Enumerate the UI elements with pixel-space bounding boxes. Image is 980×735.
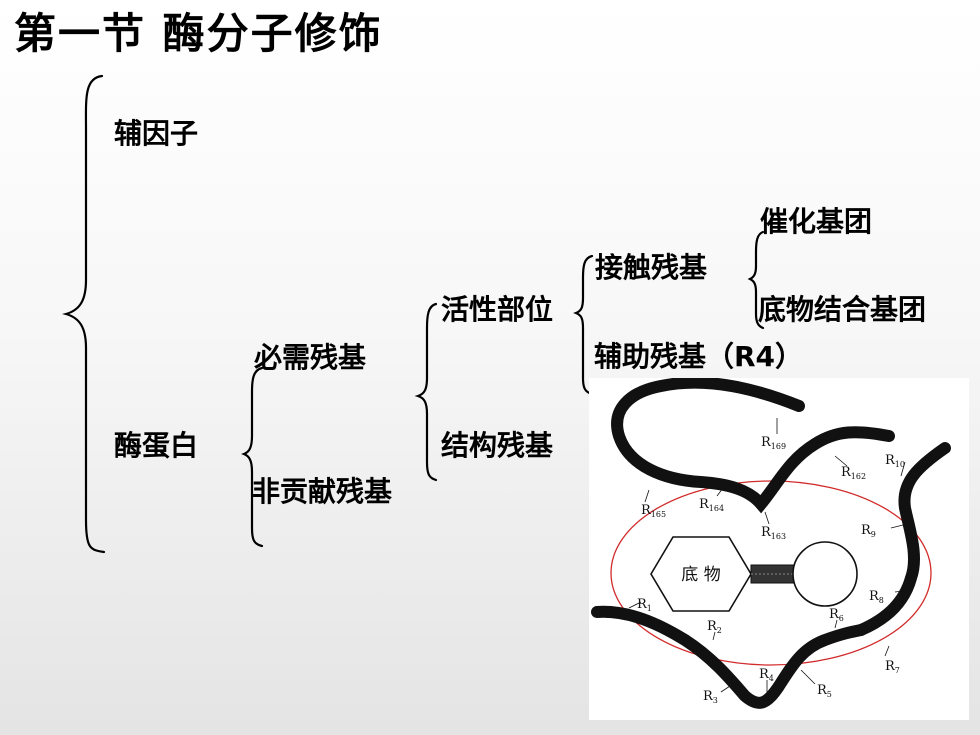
peptide-chain-lower	[591, 605, 867, 709]
residue-r9: R9	[861, 523, 876, 539]
node-structural-residues: 结构残基	[441, 429, 554, 462]
node-auxiliary-residues: 辅助残基（R4）	[594, 340, 804, 373]
node-contact-residues: 接触残基	[595, 251, 708, 284]
node-noncontributing-residues: 非贡献残基	[252, 475, 393, 508]
residue-r4: R4	[759, 667, 774, 683]
enzyme-active-site-figure: 底 物 R169 R10 R162 R165 R164 R163 R9	[589, 378, 969, 720]
residue-r7: R7	[885, 659, 900, 675]
residue-r6: R6	[829, 607, 844, 623]
node-essential-residues: 必需残基	[254, 341, 367, 374]
binding-site-circle	[792, 541, 858, 607]
node-substrate-binding-group: 底物结合基团	[758, 293, 927, 326]
brace-enzyme-protein	[241, 366, 264, 548]
page-title: 第一节 酶分子修饰	[14, 9, 383, 58]
residue-r163: R163	[761, 525, 786, 541]
residue-r1: R1	[637, 597, 652, 613]
substrate-label: 底 物	[681, 565, 720, 585]
brace-active-site	[573, 254, 594, 396]
peptide-chain-right	[855, 442, 951, 636]
node-enzyme-protein: 酶蛋白	[114, 429, 199, 462]
brace-essential	[414, 302, 438, 482]
brace-contact	[747, 230, 765, 330]
residue-r2: R2	[707, 619, 722, 635]
residue-r169: R169	[761, 435, 786, 451]
residue-r164: R164	[699, 497, 724, 513]
node-catalytic-group: 催化基团	[760, 205, 873, 238]
residue-r162: R162	[841, 465, 866, 481]
residue-r3: R3	[703, 689, 718, 705]
residue-r8: R8	[869, 589, 884, 605]
node-active-site: 活性部位	[441, 293, 554, 326]
residue-r10: R10	[885, 453, 905, 469]
node-cofactor: 辅因子	[114, 117, 199, 150]
active-site-diagram: 底 物 R169 R10 R162 R165 R164 R163 R9	[591, 378, 951, 709]
residue-r5: R5	[817, 683, 832, 699]
peptide-chain-upper	[611, 378, 895, 514]
brace-main	[62, 74, 106, 554]
residue-r165: R165	[641, 503, 666, 519]
